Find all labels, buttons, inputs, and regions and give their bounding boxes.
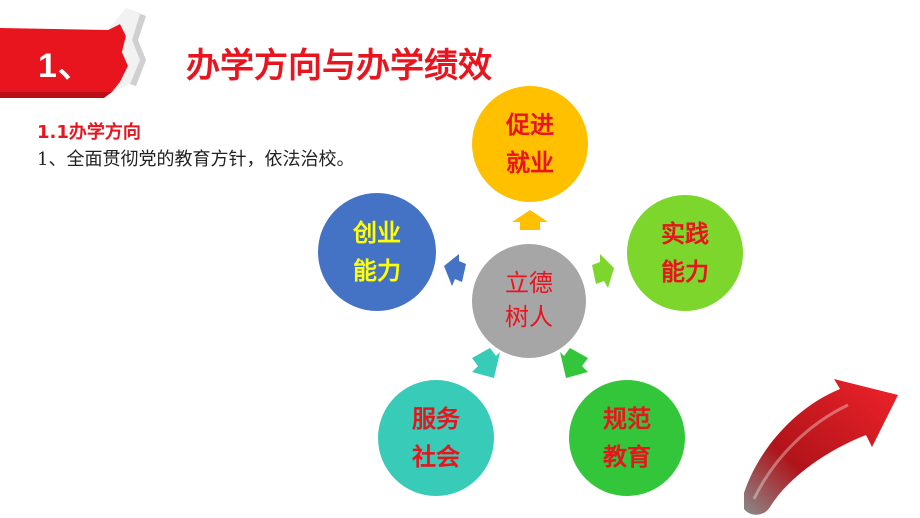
node-left-line2: 能力 <box>353 257 401 285</box>
arrow-down-left-icon <box>472 348 500 378</box>
node-top-circle: 促进 就业 <box>472 86 588 202</box>
page-title: 办学方向与办学绩效 <box>186 46 492 86</box>
center-line2: 树人 <box>505 303 553 331</box>
arrow-up-icon <box>512 210 548 230</box>
node-bottom-right-circle: 规范 教育 <box>569 380 685 496</box>
node-bottom-right-line1: 规范 <box>603 404 651 433</box>
node-right-line2: 能力 <box>661 258 709 286</box>
arrow-right-icon <box>592 254 614 288</box>
node-right-circle: 实践 能力 <box>627 195 743 311</box>
red-curved-arrow-icon <box>744 379 898 515</box>
arrow-down-right-icon <box>560 348 588 378</box>
node-bottom-right-line2: 教育 <box>603 443 651 471</box>
section-banner <box>0 8 146 98</box>
center-circle: 立德 树人 <box>472 244 586 358</box>
sub-heading: 1.1办学方向 <box>37 122 141 143</box>
node-bottom-left-circle: 服务 社会 <box>378 380 494 496</box>
section-number: 1、 <box>38 47 93 85</box>
node-bottom-left-line1: 服务 <box>412 404 460 433</box>
node-top-line1: 促进 <box>506 110 554 139</box>
node-top-line2: 就业 <box>506 149 554 177</box>
center-line1: 立德 <box>505 269 553 298</box>
node-bottom-left-line2: 社会 <box>412 443 460 471</box>
node-right-line1: 实践 <box>661 219 709 248</box>
node-left-line1: 创业 <box>353 218 401 247</box>
body-text: 1、全面贯彻党的教育方针，依法治校。 <box>37 149 355 170</box>
node-left-circle: 创业 能力 <box>318 193 436 311</box>
arrow-left-icon <box>444 254 466 286</box>
